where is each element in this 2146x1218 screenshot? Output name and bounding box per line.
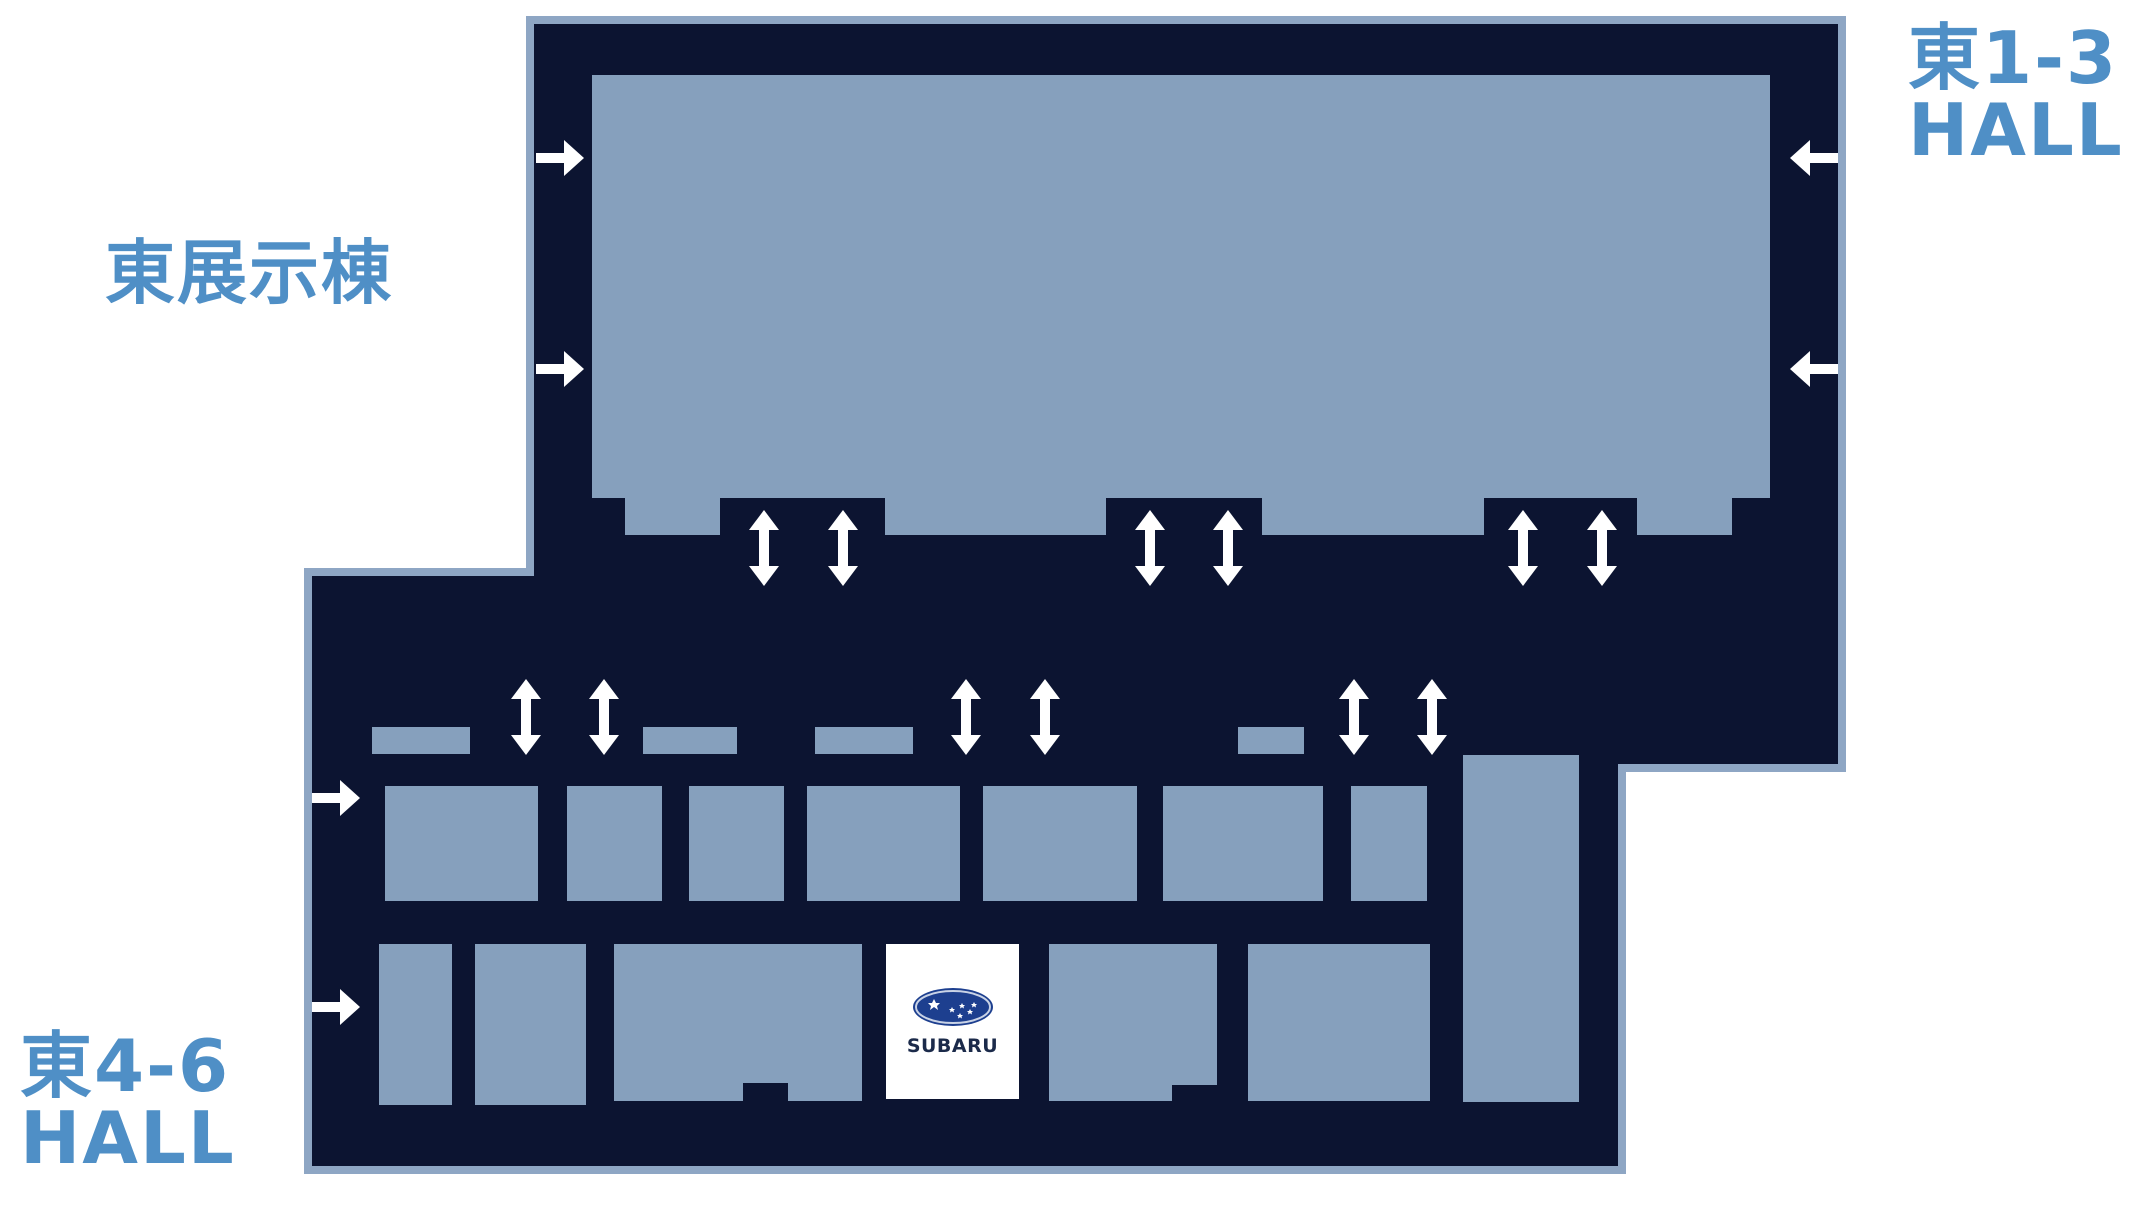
- booth-tall: [1463, 755, 1579, 1102]
- booth-small-4: [1238, 727, 1304, 754]
- booth-mid-2: [567, 786, 662, 901]
- booth-mid-1: [385, 786, 538, 901]
- booth-upper-hall: [592, 75, 1770, 535]
- booth-mid-4: [807, 786, 960, 901]
- booth-bottom-5: [1049, 944, 1217, 1101]
- booth-mid-6: [1163, 786, 1323, 901]
- booth-bottom-1: [379, 944, 452, 1105]
- subaru-brand-text: SUBARU: [906, 1034, 999, 1057]
- hall-east13-word: HALL: [1908, 88, 2124, 172]
- booth-mid-5: [983, 786, 1137, 901]
- booth-mid-3: [689, 786, 784, 901]
- hall-east46-word: HALL: [20, 1096, 236, 1180]
- booth-small-3: [815, 727, 913, 754]
- booth-mid-7: [1351, 786, 1427, 901]
- subaru-booth[interactable]: SUBARU: [886, 944, 1019, 1099]
- hall-east46-number: 東4-6: [20, 1024, 231, 1108]
- building-name: 東展示棟: [105, 232, 393, 314]
- subaru-logo-icon: [912, 987, 993, 1026]
- booth-bottom-6: [1248, 944, 1430, 1101]
- building-label: 東展示棟: [105, 238, 393, 308]
- hall-east13-label: 東1-3 HALL: [1908, 22, 2124, 166]
- booth-small-2: [643, 727, 737, 754]
- hall-east13-number: 東1-3: [1908, 16, 2119, 100]
- booth-small-1: [372, 727, 470, 754]
- booth-bottom-2: [475, 944, 586, 1105]
- hall-east46-label: 東4-6 HALL: [20, 1030, 236, 1174]
- booth-bottom-3: [614, 944, 862, 1101]
